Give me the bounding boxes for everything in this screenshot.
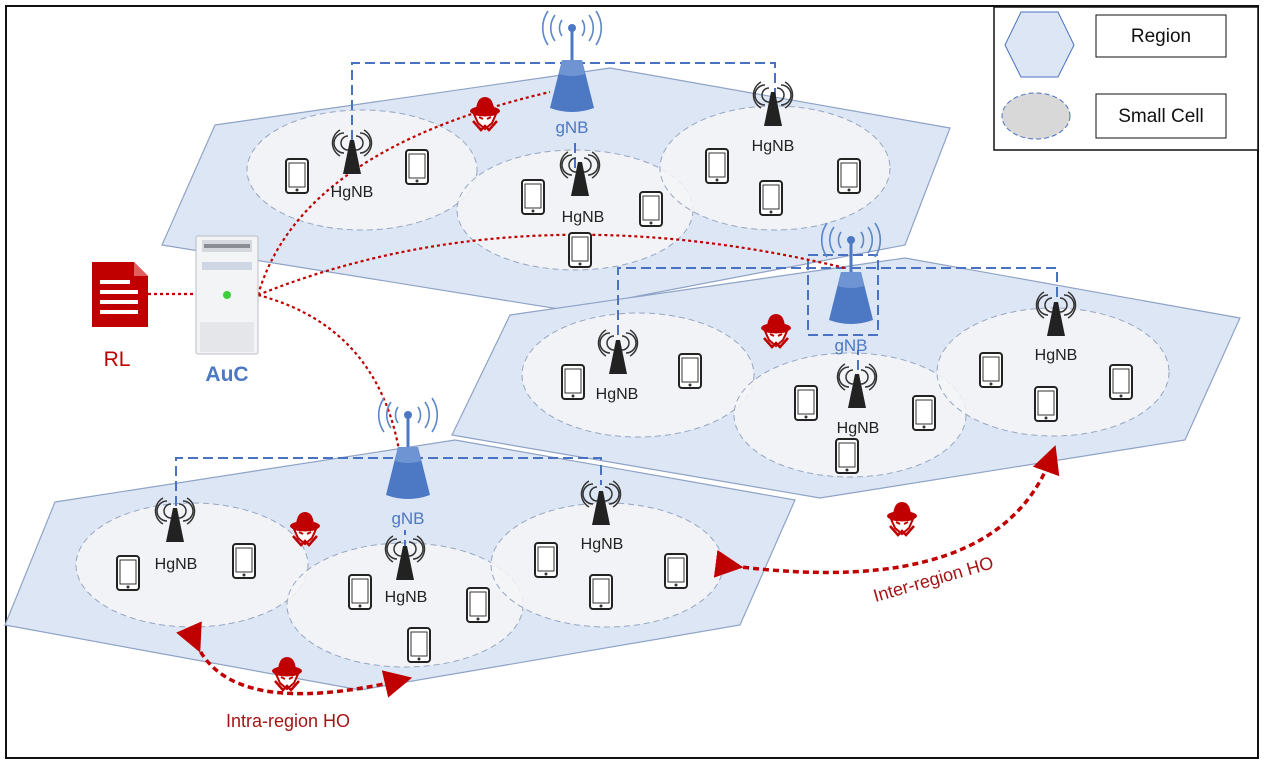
legend-region-label: Region	[1131, 26, 1191, 47]
auc-label: AuC	[205, 363, 248, 386]
document-icon	[92, 262, 148, 327]
smartphone-icon	[116, 555, 140, 591]
smartphone-icon	[568, 232, 592, 268]
smartphone-icon	[589, 574, 613, 610]
legend-small-cell-label: Small Cell	[1118, 106, 1204, 127]
smartphone-icon	[639, 191, 663, 227]
smartphone-icon	[407, 627, 431, 663]
intra-region-ho-label: Intra-region HO	[226, 711, 350, 731]
hgnb-label: HgNB	[155, 556, 198, 573]
hgnb-label: HgNB	[581, 536, 624, 553]
rl-label: RL	[104, 348, 131, 371]
smartphone-icon	[759, 180, 783, 216]
smartphone-icon	[664, 553, 688, 589]
hgnb-label: HgNB	[752, 138, 795, 155]
smartphone-icon	[405, 149, 429, 185]
hgnb-label: HgNB	[562, 209, 605, 226]
gnb-label-middle: gNB	[834, 336, 867, 355]
smartphone-icon	[348, 574, 372, 610]
hgnb-label: HgNB	[596, 386, 639, 403]
smartphone-icon	[705, 148, 729, 184]
smartphone-icon	[1109, 364, 1133, 400]
smartphone-icon	[912, 395, 936, 431]
smartphone-icon	[466, 587, 490, 623]
hgnb-label: HgNB	[1035, 347, 1078, 364]
smartphone-icon	[794, 385, 818, 421]
region-top	[161, 67, 951, 311]
smartphone-icon	[835, 438, 859, 474]
smartphone-icon	[678, 353, 702, 389]
gnb-label-bottom: gNB	[391, 509, 424, 528]
smartphone-icon	[285, 158, 309, 194]
smartphone-icon	[979, 352, 1003, 388]
smartphone-icon	[232, 543, 256, 579]
outer-frame	[5, 5, 1259, 759]
attacker-icon	[885, 500, 919, 537]
smartphone-icon	[521, 179, 545, 215]
handover-arrows	[176, 445, 1060, 698]
smartphone-icon	[1034, 386, 1058, 422]
gnb-label-top: gNB	[555, 118, 588, 137]
legend: Region Small Cell	[993, 6, 1259, 151]
small-cell-swatch	[1001, 92, 1071, 140]
server-icon	[195, 235, 259, 355]
hgnb-label: HgNB	[331, 184, 374, 201]
hgnb-label: HgNB	[837, 420, 880, 437]
region-swatch	[1004, 11, 1075, 78]
smartphone-icon	[534, 542, 558, 578]
smartphone-icon	[837, 158, 861, 194]
smartphone-icon	[561, 364, 585, 400]
hgnb-label: HgNB	[385, 589, 428, 606]
